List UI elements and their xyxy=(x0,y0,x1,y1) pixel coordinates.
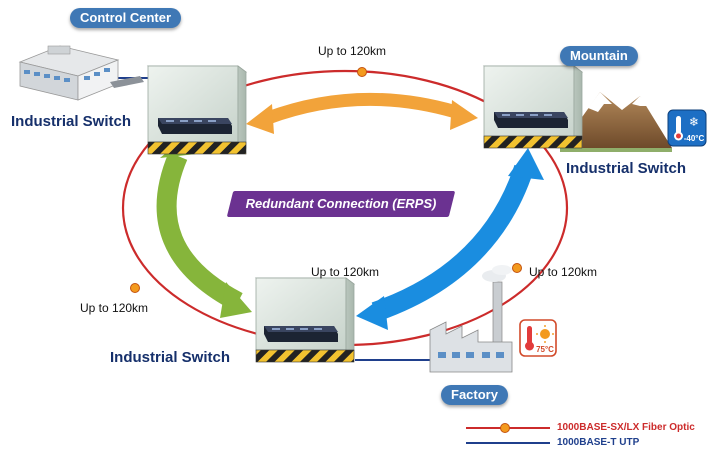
cold-temperature-icon: ❄ -40°C xyxy=(667,109,707,147)
switch-label-left: Industrial Switch xyxy=(11,113,132,130)
mountain-icon xyxy=(560,92,672,152)
factory-building-icon xyxy=(429,265,513,373)
switch-label-right: Industrial Switch xyxy=(566,160,687,177)
distance-label-right: Up to 120km xyxy=(529,265,598,279)
redundancy-arrow-orange xyxy=(246,92,478,134)
fiber-marker-right xyxy=(512,263,522,273)
site-label-mountain: Mountain xyxy=(560,46,638,66)
fiber-marker-top xyxy=(357,67,367,77)
fiber-marker-left xyxy=(130,283,140,293)
distance-label-top: Up to 120km xyxy=(318,44,387,58)
distance-label-middle: Up to 120km xyxy=(311,265,380,279)
control-center-building-icon xyxy=(18,45,144,101)
site-label-factory: Factory xyxy=(441,385,508,405)
redundancy-arrow-blue xyxy=(356,148,544,330)
industrial-switch-enclosure-left xyxy=(146,65,248,155)
industrial-switch-enclosure-bottom xyxy=(254,277,356,363)
hot-temperature-icon: 75°C xyxy=(519,319,557,357)
redundancy-arrow-green xyxy=(156,136,252,318)
svg-text:❄: ❄ xyxy=(689,115,699,129)
redundant-connection-label: Redundant Connection (ERPS) xyxy=(226,191,456,217)
legend-fiber-label: 1000BASE-SX/LX Fiber Optic xyxy=(557,422,695,433)
redundant-connection-text: Redundant Connection (ERPS) xyxy=(245,196,437,211)
legend xyxy=(466,423,550,444)
industrial-switch-enclosure-right xyxy=(482,65,584,149)
legend-utp-label: 1000BASE-T UTP xyxy=(557,437,640,448)
cold-temperature-label: -40°C xyxy=(684,134,705,143)
legend-fiber-marker xyxy=(500,423,510,433)
distance-label-left: Up to 120km xyxy=(80,301,149,315)
hot-temperature-label: 75°C xyxy=(536,345,554,354)
site-label-control-center: Control Center xyxy=(70,8,181,28)
switch-label-bottom: Industrial Switch xyxy=(110,349,231,366)
